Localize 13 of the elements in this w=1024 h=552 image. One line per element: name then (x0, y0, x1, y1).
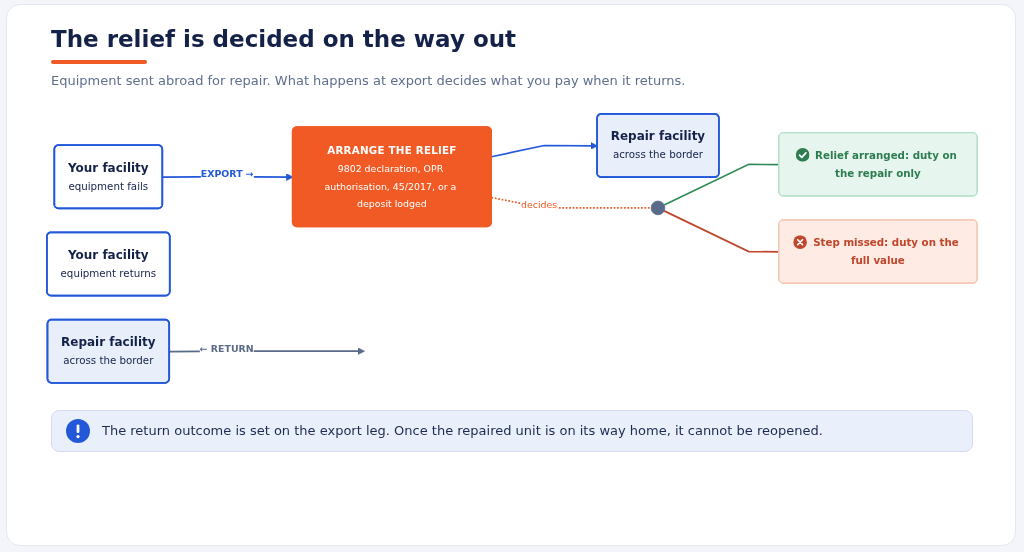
note-text: The return outcome is set on the export leg. Once the repaired unit is on its way home, it cannot be reopened. (102, 422, 823, 440)
title: The relief is decided on the way out (51, 25, 517, 54)
connector-line (663, 209, 780, 253)
facility-box: Your facility equipment fails (53, 143, 164, 209)
junction-dot (650, 200, 666, 215)
action-box: ARRANGE THE RELIEF 9802 declaration, OPR authorisation, 45/2017, or a deposit lodged (291, 125, 492, 227)
subtitle: Equipment sent abroad for repair. What happens at export decides what you pay when it returns. (51, 72, 686, 90)
repair-facility-box: Repair facility across the border (46, 318, 171, 384)
facility-box: Your facility equipment returns (46, 231, 171, 297)
outcome-pill: Step missed: duty on the full value (778, 219, 978, 284)
connector-line (663, 163, 780, 206)
outcome-pill: Relief arranged: duty on the repair only (778, 131, 978, 197)
repair-facility-box: Repair facility across the border (596, 112, 720, 178)
